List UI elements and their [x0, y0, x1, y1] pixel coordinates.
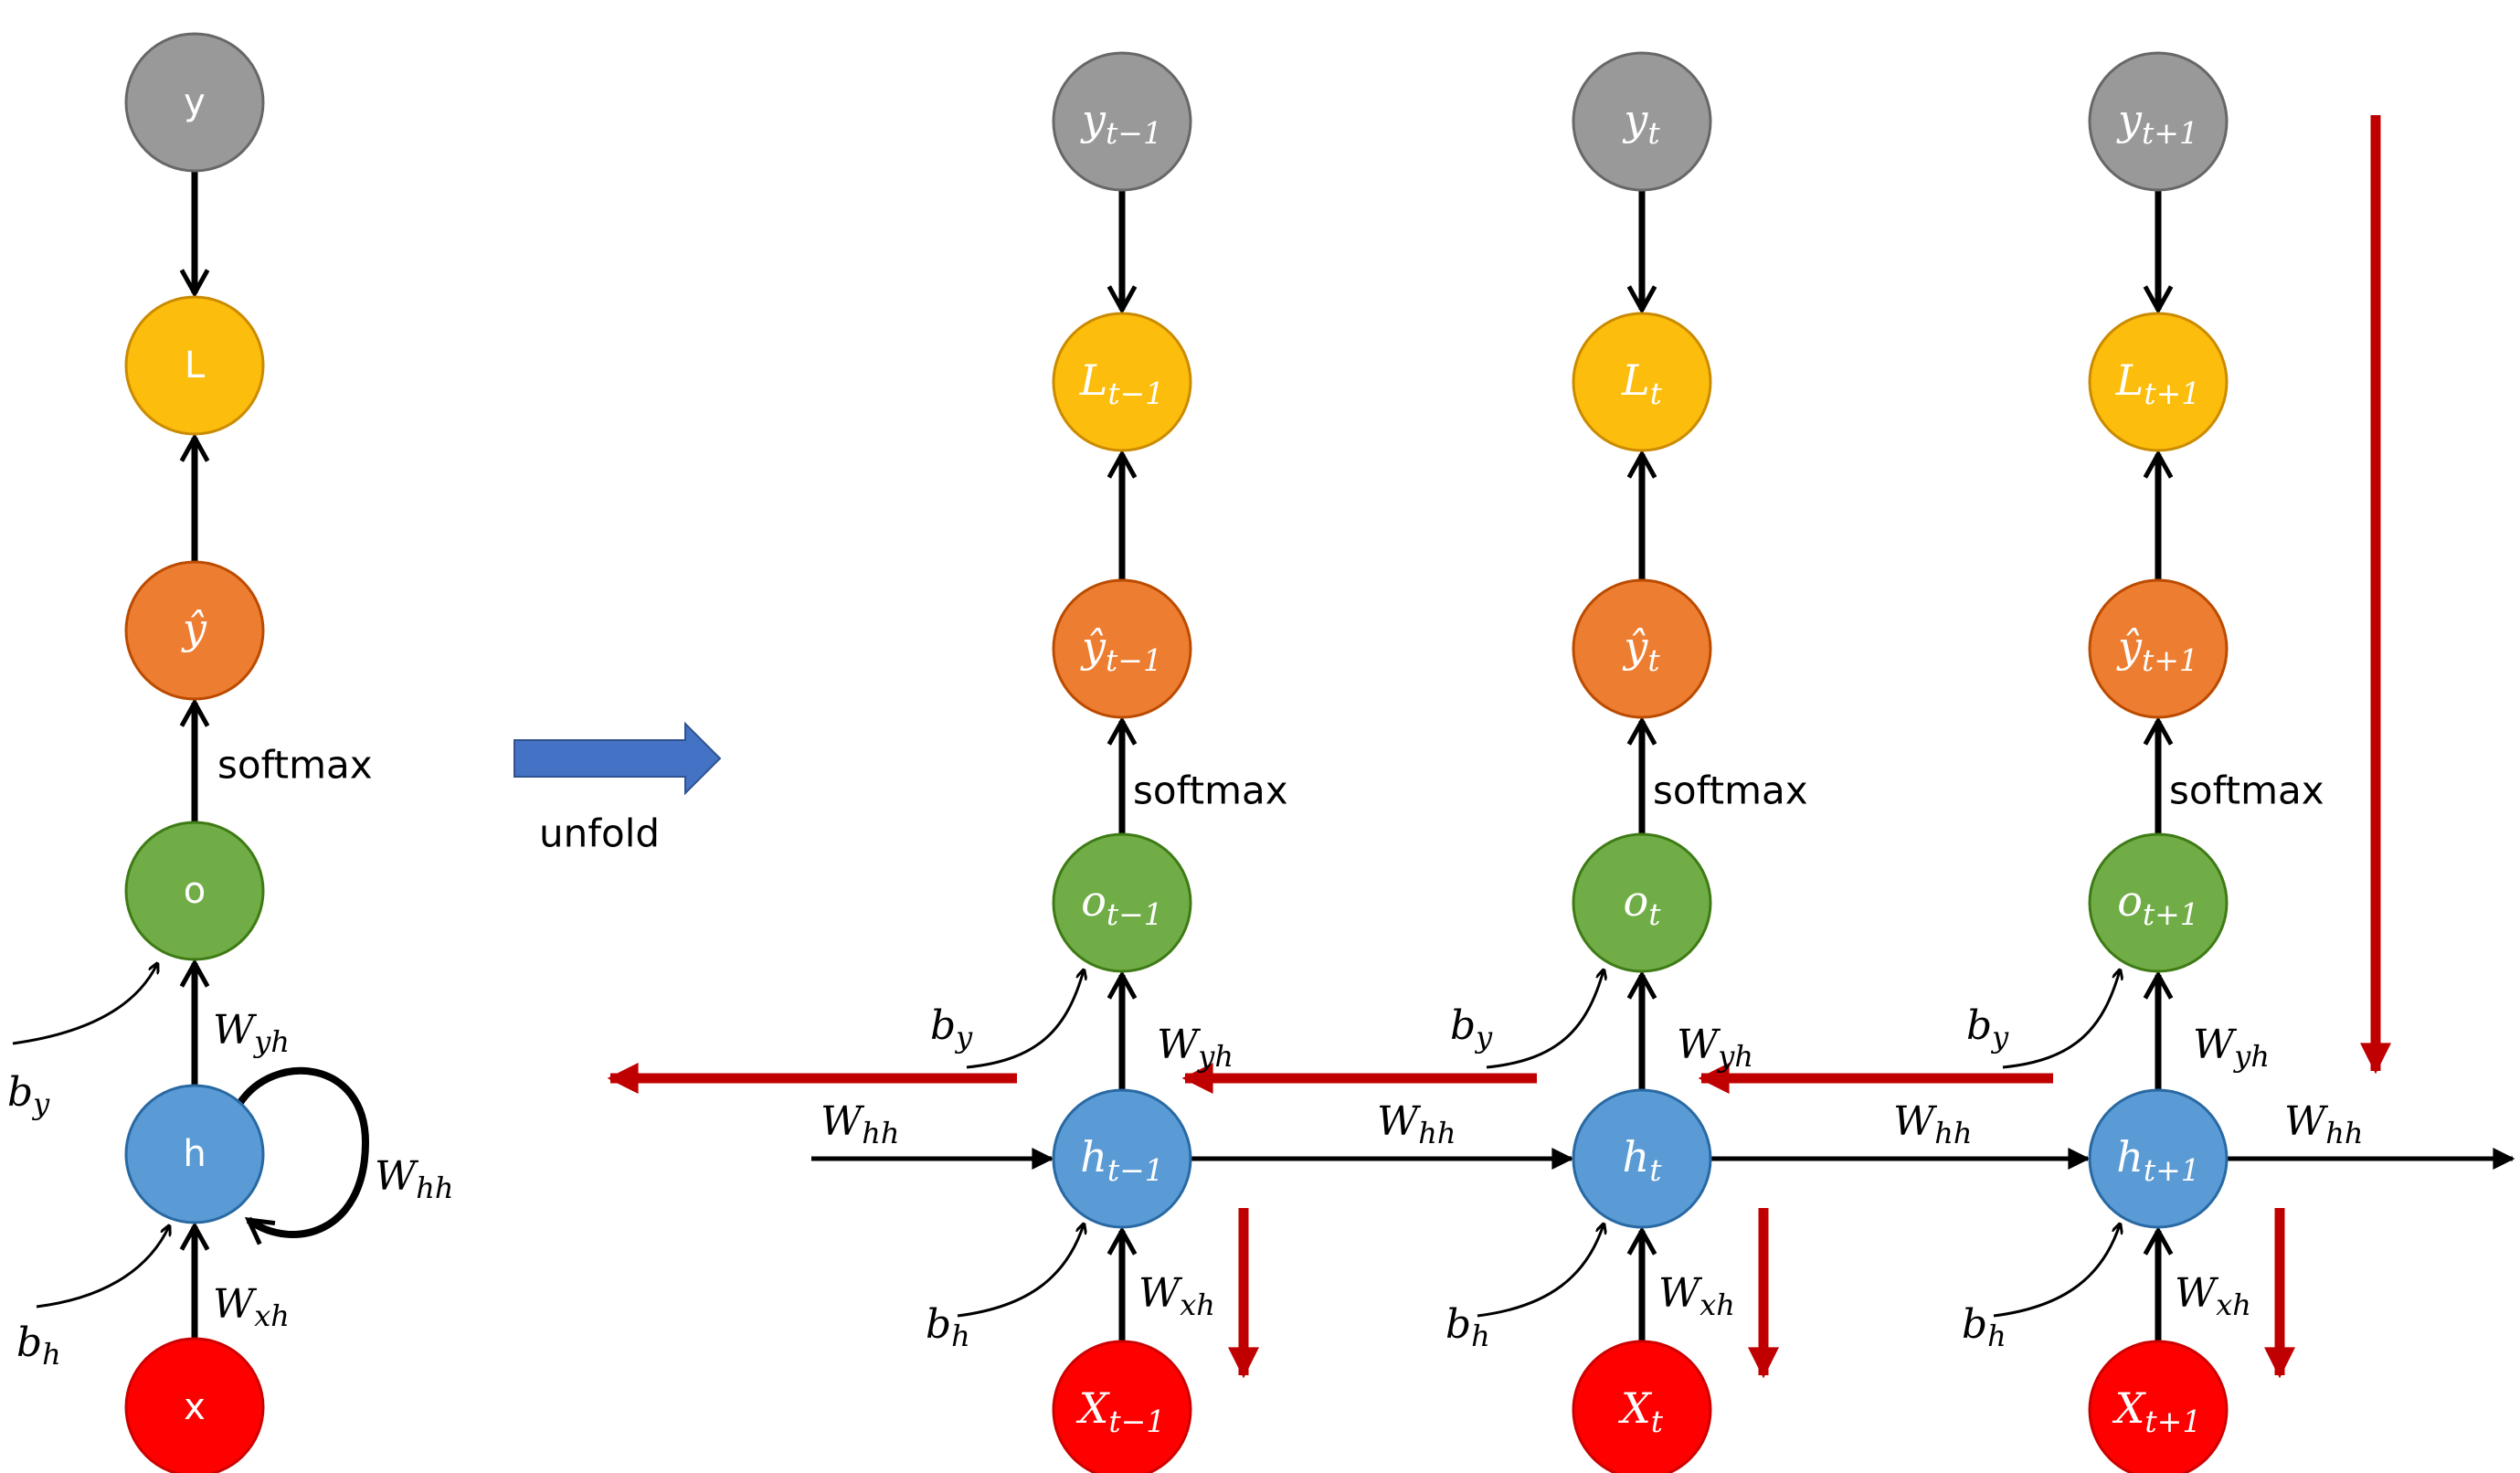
step-3-Whh-label: Whh — [1893, 1098, 1972, 1150]
step-1-softmax-label: softmax — [1133, 768, 1288, 813]
step-2-Whh-label: Whh — [1377, 1098, 1456, 1150]
folded-by-arrow — [12, 964, 157, 1045]
folded-Wxh-label: Wxh — [213, 1281, 290, 1333]
step-1-bh-arrow — [957, 1224, 1084, 1318]
edges-layer — [12, 115, 2515, 1379]
folded-node-o — [124, 821, 265, 961]
step-2-node-L — [1572, 312, 1712, 452]
step-2-Wxh-label: Wxh — [1658, 1270, 1735, 1322]
step-3-node-L — [2088, 312, 2229, 452]
step-2-node-yhat-label: ŷt — [1622, 622, 1660, 678]
unfold-arrow — [514, 721, 722, 796]
folded-h-self-loop-arrow — [236, 1066, 370, 1245]
step-2-bh-arrow — [1477, 1224, 1604, 1318]
step-2-Wyh-label: Wyh — [1677, 1022, 1753, 1074]
folded-node-yhat-label: ŷ — [181, 604, 207, 653]
folded-bh-arrow — [36, 1226, 169, 1309]
step-3-node-x — [2088, 1340, 2229, 1473]
step-2-by-label: by — [1450, 1002, 1493, 1054]
folded-softmax-label: softmax — [217, 743, 373, 788]
final-Whh-label: Whh — [2284, 1098, 2363, 1150]
step-2-node-h — [1572, 1088, 1712, 1229]
folded-node-y — [124, 32, 265, 173]
step-2-by-arrow — [1486, 970, 1604, 1069]
step-2-node-o — [1572, 832, 1712, 973]
step-1-node-h — [1052, 1088, 1192, 1229]
step-1-node-y — [1052, 51, 1192, 192]
step-3-bh-arrow — [1993, 1224, 2120, 1318]
step-3-node-y — [2088, 51, 2229, 192]
folded-node-y-label: y — [184, 81, 206, 123]
step-1-node-h-label: ht−1 — [1080, 1132, 1164, 1188]
folded-Whh-label: Whh — [375, 1153, 453, 1205]
step-1-by-label: by — [930, 1002, 973, 1054]
step-3-Wyh-label: Wyh — [2193, 1022, 2270, 1074]
step-2-bh-label: bh — [1445, 1301, 1490, 1353]
step-1-node-o — [1052, 832, 1192, 973]
step-2-node-x — [1572, 1340, 1712, 1473]
folded-node-x — [124, 1337, 265, 1473]
step-2-node-y — [1572, 51, 1712, 192]
step-1-by-arrow — [966, 970, 1084, 1069]
step-1-node-x-label: Xt−1 — [1076, 1383, 1166, 1439]
step-3-softmax-label: softmax — [2169, 768, 2324, 813]
folded-bh-label: bh — [16, 1319, 61, 1372]
step-3-Wxh-label: Wxh — [2175, 1270, 2251, 1322]
step-3-node-x-label: Xt+1 — [2112, 1383, 2202, 1439]
step-1-Wyh-label: Wyh — [1157, 1022, 1234, 1074]
folded-node-L — [124, 295, 265, 436]
step-1-node-L — [1052, 312, 1192, 452]
step-3-node-h-label: ht+1 — [2116, 1132, 2200, 1188]
step-3-node-h — [2088, 1088, 2229, 1229]
step-1-Wxh-label: Wxh — [1138, 1270, 1215, 1322]
step-3-node-y-label: yt+1 — [2116, 95, 2198, 151]
folded-by-label: by — [7, 1069, 50, 1121]
folded-node-h — [124, 1084, 265, 1224]
step-3-by-arrow — [2002, 970, 2120, 1069]
step-3-node-L-label: Lt+1 — [2115, 355, 2200, 411]
step-3-bh-label: bh — [1962, 1301, 2006, 1353]
step-1-node-L-label: Lt−1 — [1079, 355, 1164, 411]
folded-node-L-label: L — [185, 344, 206, 387]
folded-node-h-label: h — [183, 1133, 206, 1175]
step-1-node-y-label: yt−1 — [1080, 95, 1162, 151]
step-3-node-o — [2088, 832, 2229, 973]
step-1-node-yhat-label: ŷt−1 — [1080, 622, 1162, 678]
step-3-by-label: by — [1966, 1002, 2009, 1054]
folded-Wyh-label: Wyh — [213, 1007, 290, 1059]
step-2-node-L-label: Lt — [1621, 355, 1663, 411]
step-3-node-yhat — [2088, 578, 2229, 719]
step-2-node-h-label: ht — [1623, 1132, 1663, 1188]
step-1-node-o-label: ot−1 — [1081, 876, 1163, 932]
step-1-Whh-label: Whh — [821, 1098, 899, 1150]
unfold-label: unfold — [539, 811, 660, 856]
step-1-bh-label: bh — [926, 1301, 970, 1353]
step-3-node-yhat-label: ŷt+1 — [2116, 622, 2198, 678]
step-2-node-x-label: Xt — [1618, 1383, 1664, 1439]
step-2-node-y-label: yt — [1622, 95, 1660, 151]
folded-node-o-label: o — [184, 870, 206, 912]
step-1-node-yhat — [1052, 578, 1192, 719]
step-2-softmax-label: softmax — [1653, 768, 1808, 813]
folded-node-yhat — [124, 560, 265, 701]
step-3-node-o-label: ot+1 — [2117, 876, 2199, 932]
nodes-layer — [124, 32, 2229, 1473]
step-1-node-x — [1052, 1340, 1192, 1473]
step-2-node-yhat — [1572, 578, 1712, 719]
folded-node-x-label: x — [184, 1386, 206, 1428]
step-2-node-o-label: ot — [1624, 876, 1662, 932]
